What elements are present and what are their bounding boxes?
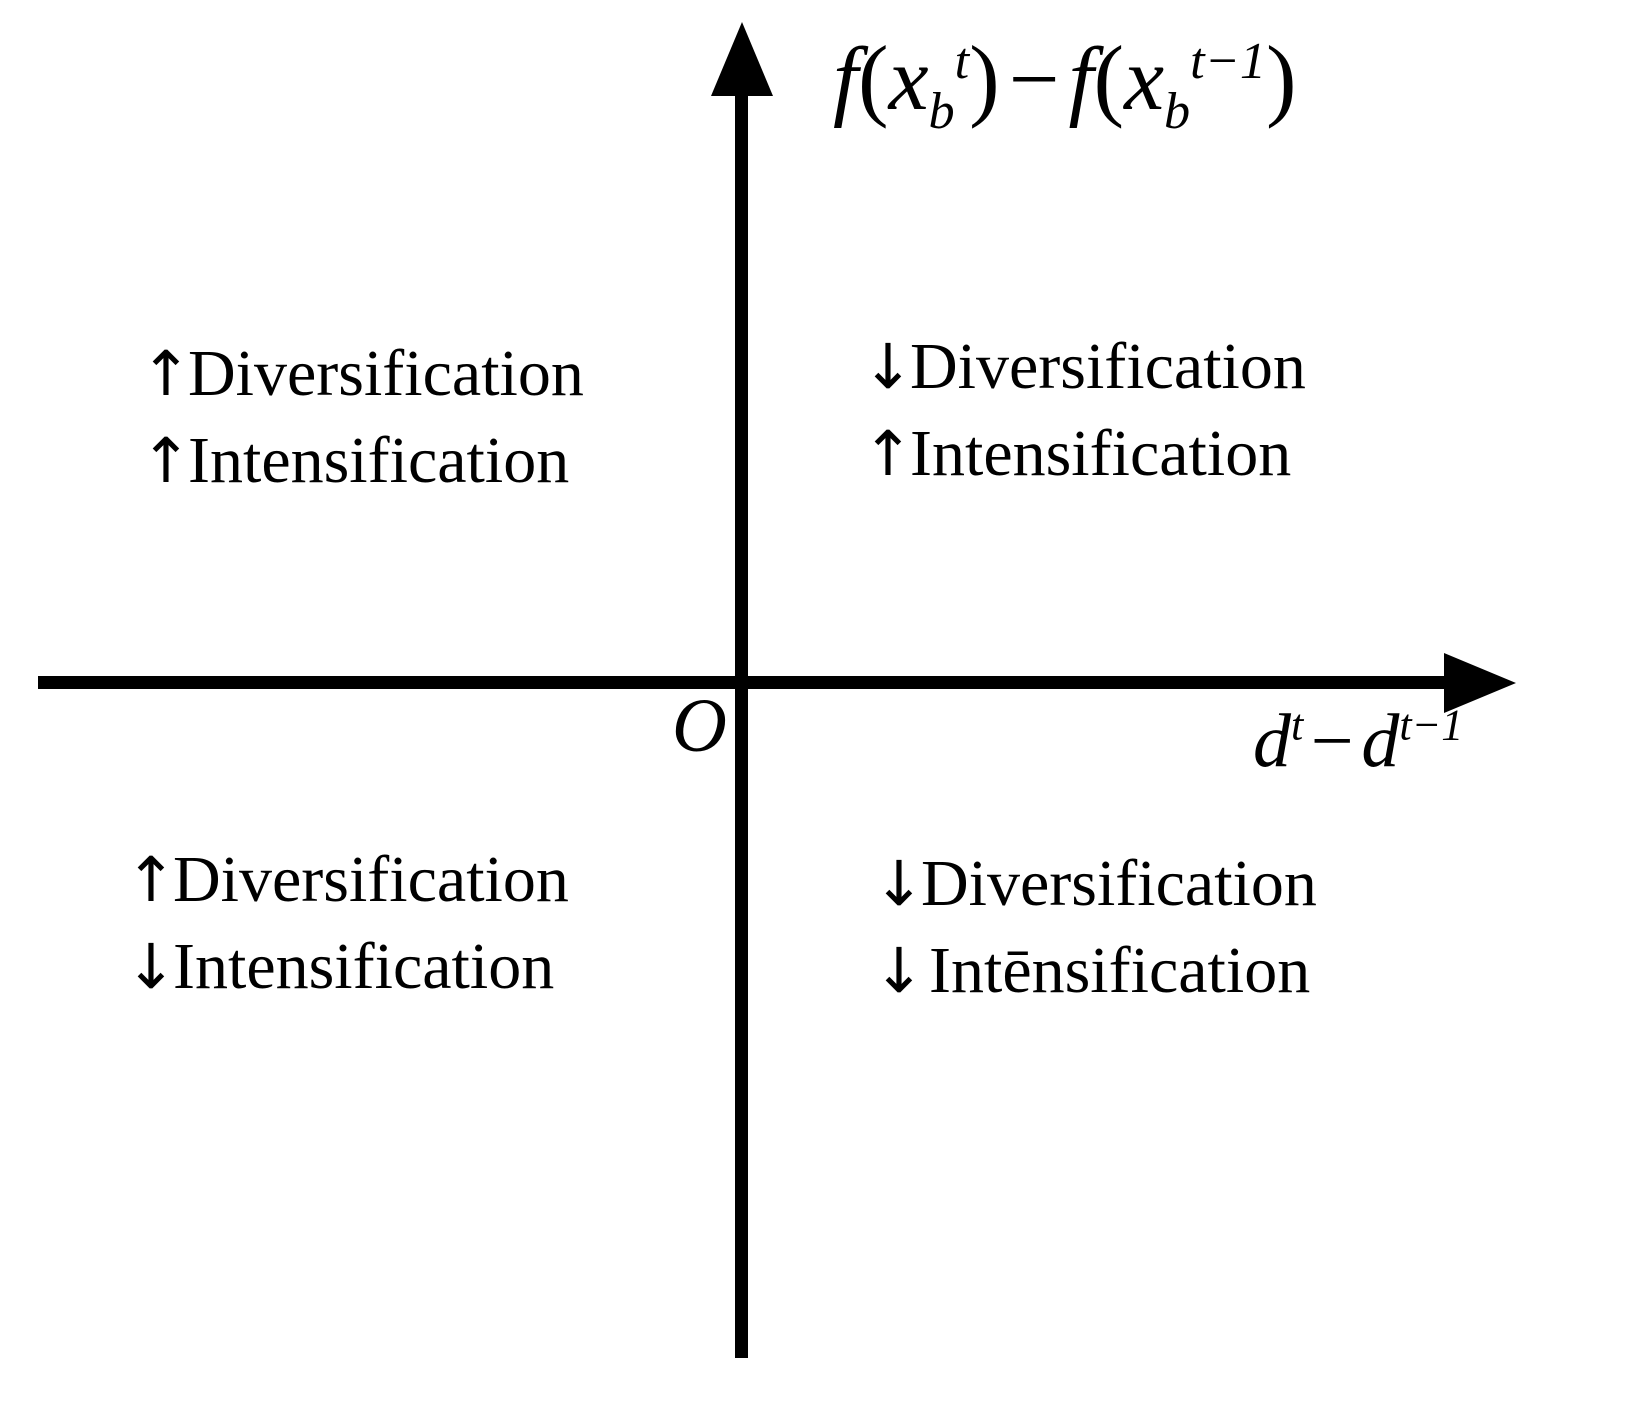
quadrant-line-label: Diversification — [921, 847, 1317, 920]
x-axis-label: dt−dt−1 — [1253, 703, 1463, 779]
quadrant-line-label: Intensification — [910, 417, 1292, 491]
quadrant-line: ↓ Intensification — [125, 923, 569, 1010]
y-axis-label: f(xbt)−f(xbt−1) — [833, 30, 1297, 140]
y-label-f2: f — [1068, 30, 1094, 129]
y-label-minus-operator: − — [1008, 30, 1060, 129]
down-arrow-icon: ↓ — [873, 934, 925, 1008]
x-label-sup-t: t — [1291, 700, 1304, 750]
quadrant-line: ↑ Diversification — [140, 330, 584, 417]
quadrant-line-label: Diversification — [910, 330, 1306, 403]
y-label-f1: f — [833, 30, 859, 129]
quadrant-top-right: ↓ Diversification ↑ Intensification — [862, 323, 1306, 497]
y-label-sup-t-1: t — [954, 32, 970, 90]
x-axis-arrowhead-icon — [1444, 653, 1516, 713]
down-arrow-icon: ↓ — [862, 330, 914, 403]
y-label-close-paren-1: ) — [969, 27, 1000, 129]
quadrant-line: ↓ Diversification — [862, 323, 1306, 410]
y-label-close-paren-2: ) — [1265, 27, 1297, 129]
y-label-x1: x — [888, 30, 929, 129]
y-label-sup-t-minus-1: t−1 — [1190, 32, 1266, 90]
origin-label: O — [672, 684, 727, 768]
quadrant-line: ↓ Intēnsification — [873, 927, 1317, 1014]
y-axis-arrowhead-icon — [711, 22, 773, 96]
up-arrow-icon: ↑ — [140, 424, 192, 498]
y-label-sub-b-2: b — [1164, 82, 1191, 140]
quadrant-line: ↑ Diversification — [125, 836, 569, 923]
x-label-sup-t-minus-1: t−1 — [1399, 700, 1464, 750]
y-axis-line — [735, 58, 748, 1358]
x-label-minus-operator: − — [1310, 699, 1354, 783]
down-arrow-icon: ↓ — [873, 847, 925, 920]
y-label-x2: x — [1124, 30, 1165, 129]
quadrant-bottom-right: ↓ Diversification ↓ Intēnsification — [873, 840, 1317, 1014]
quadrant-line: ↓ Diversification — [873, 840, 1317, 927]
quadrant-line-label: Intēnsification — [929, 934, 1311, 1008]
quadrant-line-label: Diversification — [188, 337, 584, 410]
x-label-d2: d — [1361, 699, 1400, 783]
down-arrow-icon: ↓ — [125, 930, 177, 1004]
up-arrow-icon: ↑ — [862, 417, 914, 491]
up-arrow-icon: ↑ — [140, 337, 192, 410]
quadrant-line-label: Intensification — [173, 930, 555, 1004]
quadrant-bottom-left: ↑ Diversification ↓ Intensification — [125, 836, 569, 1010]
quadrant-line-label: Diversification — [173, 843, 569, 916]
quadrant-top-left: ↑ Diversification ↑ Intensification — [140, 330, 584, 504]
x-label-d1: d — [1253, 699, 1291, 783]
quadrant-line: ↑ Intensification — [140, 417, 584, 504]
y-label-open-paren-1: ( — [858, 27, 889, 129]
y-label-sub-b-1: b — [928, 82, 955, 140]
y-label-open-paren-2: ( — [1093, 27, 1125, 129]
quadrant-line: ↑ Intensification — [862, 410, 1306, 497]
quadrant-line-label: Intensification — [188, 424, 570, 498]
up-arrow-icon: ↑ — [125, 843, 177, 916]
